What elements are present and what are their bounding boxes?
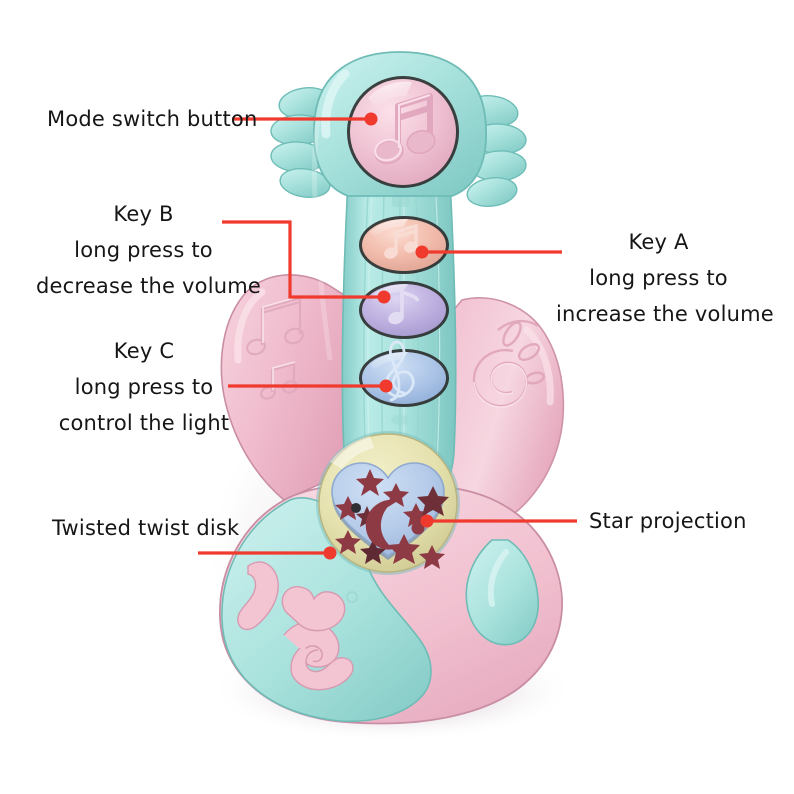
tuning-pegs-left [270, 87, 332, 198]
key-b-button[interactable] [359, 281, 449, 339]
lower-body-heart-emboss [281, 586, 346, 632]
callout-key-c-line-2: long press to [74, 375, 214, 399]
leader-dot-key-c [379, 379, 393, 393]
single-note-icon [388, 289, 420, 325]
leader-dot-key-a [415, 245, 429, 259]
callout-key-a-line-2: long press to [589, 266, 728, 290]
leader-dot-key-b [377, 290, 391, 304]
callout-key-c: Key C long press to control the light [52, 333, 236, 441]
lower-body-swirls [237, 561, 354, 691]
leader-dot-twist-disk [323, 546, 337, 560]
star-projection-panel[interactable] [331, 462, 449, 569]
callout-leaders [198, 112, 577, 560]
callout-star-projection: Star projection [589, 503, 747, 539]
callout-star-projection-line-1: Star projection [589, 509, 747, 533]
callout-key-b-line-3: decrease the volume [36, 274, 262, 298]
treble-clef-icon [384, 340, 415, 402]
callout-key-a: Key A long press to increase the volume [556, 224, 774, 332]
mode-switch-button[interactable] [347, 76, 459, 188]
callout-twisted-twist-disk: Twisted twist disk [52, 510, 239, 546]
callout-key-c-line-1: Key C [113, 339, 175, 363]
callout-key-c-line-3: control the light [58, 411, 230, 435]
leader-dot-star-projection [420, 514, 434, 528]
callout-key-b-line-1: Key B [113, 202, 174, 226]
star-cutouts [335, 469, 449, 569]
left-wing-emboss [246, 296, 304, 400]
callout-key-a-line-3: increase the volume [556, 302, 774, 326]
callout-key-b: Key B long press to decrease the volume [36, 196, 262, 304]
leader-key-b [222, 220, 381, 299]
callout-key-a-line-1: Key A [628, 230, 689, 254]
key-a-button[interactable] [359, 216, 449, 274]
lower-body-teal-wave [465, 539, 539, 646]
callout-mode-switch-line-1: Mode switch button [47, 107, 258, 131]
toy-body-group [219, 51, 565, 725]
callout-twisted-twist-disk-line-1: Twisted twist disk [52, 516, 240, 540]
callout-mode-switch: Mode switch button [47, 101, 257, 137]
callout-key-b-line-2: long press to [74, 238, 213, 262]
leader-dot-mode-switch [364, 112, 378, 126]
right-wing [446, 296, 565, 523]
beamed-note-icon [384, 223, 418, 259]
